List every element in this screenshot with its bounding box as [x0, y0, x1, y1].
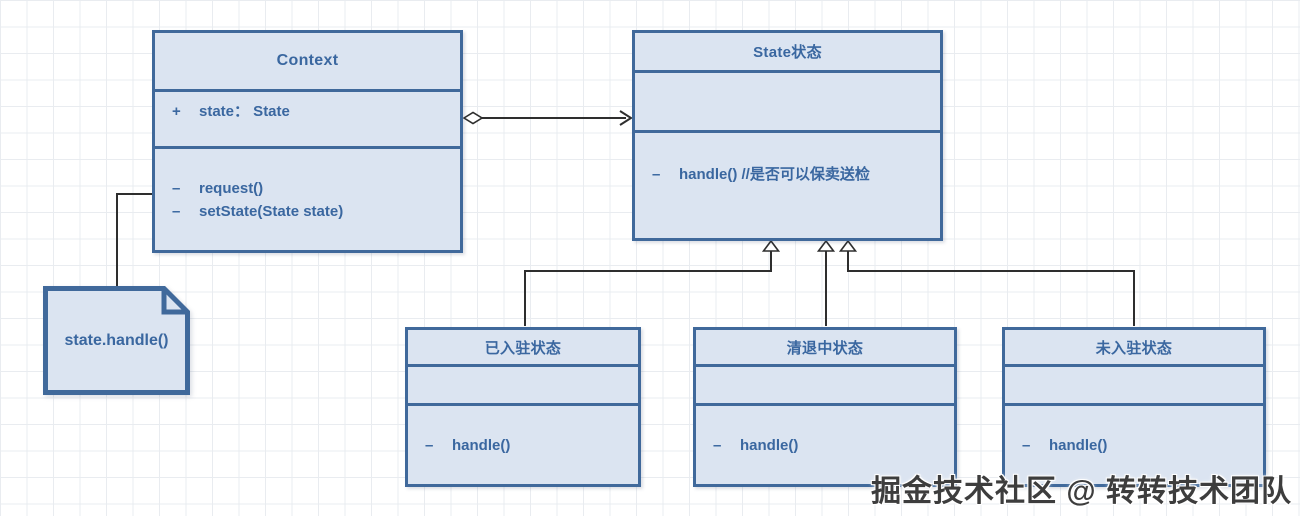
class-box-state: State状态 – handle() //是否可以保卖送检	[632, 30, 943, 241]
attribute-label: state： State	[199, 103, 290, 120]
methods-compartment: – handle()	[1005, 406, 1263, 484]
watermark-text: 掘金技术社区 @ 转转技术团队	[871, 475, 1292, 508]
class-title-label: 已入驻状态	[484, 339, 562, 357]
method-label: handle() //是否可以保卖送检	[679, 166, 870, 183]
visibility-marker: –	[1022, 436, 1031, 454]
attributes-compartment	[635, 73, 940, 133]
aggregation-connector	[462, 110, 633, 126]
visibility-marker: –	[713, 436, 722, 454]
inheritance-connector-clearing	[816, 239, 836, 326]
inheritance-connector-registered	[524, 239, 781, 326]
method-label: handle()	[1049, 436, 1108, 454]
note-state-handle: state.handle()	[43, 286, 190, 395]
method-label: handle()	[740, 436, 799, 454]
method-label: handle()	[452, 436, 511, 454]
class-title-label: 未入驻状态	[1095, 339, 1173, 357]
method-row: – handle()	[1005, 435, 1263, 456]
class-title-label: Context	[276, 52, 339, 69]
class-title: Context	[155, 33, 460, 92]
visibility-marker: –	[652, 166, 661, 183]
class-box-clearing-state: 清退中状态 – handle()	[693, 327, 957, 487]
inheritance-line	[847, 251, 1135, 326]
inheritance-triangle-icon	[838, 239, 858, 252]
note-fold-icon	[161, 288, 188, 315]
note-connector-line	[116, 193, 152, 287]
class-title-label: State状态	[753, 44, 822, 61]
attribute-row: + state： State	[155, 101, 460, 122]
inheritance-connector-unregistered	[838, 239, 1135, 326]
inheritance-line	[524, 251, 772, 326]
class-title: State状态	[635, 33, 940, 73]
method-row: – setState(State state)	[155, 201, 460, 222]
methods-compartment: – handle()	[696, 406, 954, 484]
attributes-compartment	[408, 367, 638, 406]
note-label: state.handle()	[64, 331, 169, 349]
note-shape	[43, 286, 190, 395]
class-box-unregistered-state: 未入驻状态 – handle()	[1002, 327, 1266, 487]
open-arrowhead-icon	[619, 110, 633, 126]
method-label: setState(State state)	[199, 202, 344, 220]
class-title-label: 清退中状态	[786, 339, 864, 357]
attributes-compartment	[696, 367, 954, 406]
class-box-context: Context + state： State – request() – set…	[152, 30, 463, 253]
class-title: 清退中状态	[696, 330, 954, 367]
visibility-marker: –	[172, 179, 181, 197]
method-row: – handle()	[696, 435, 954, 456]
method-row: – handle() //是否可以保卖送检	[635, 164, 940, 185]
visibility-marker: –	[425, 436, 434, 454]
methods-compartment: – request() – setState(State state)	[155, 149, 460, 250]
visibility-marker: –	[172, 202, 181, 220]
class-box-registered-state: 已入驻状态 – handle()	[405, 327, 641, 487]
class-title: 已入驻状态	[408, 330, 638, 367]
inheritance-triangle-icon	[816, 239, 836, 252]
methods-compartment: – handle()	[408, 406, 638, 484]
note-outline	[43, 286, 190, 395]
method-label: request()	[199, 179, 264, 197]
attributes-compartment: + state： State	[155, 92, 460, 149]
method-row: – request()	[155, 178, 460, 199]
methods-compartment: – handle() //是否可以保卖送检	[635, 133, 940, 238]
method-row: – handle()	[408, 435, 638, 456]
attributes-compartment	[1005, 367, 1263, 406]
aggregation-diamond-icon	[462, 111, 484, 125]
inheritance-triangle-icon	[761, 239, 781, 252]
visibility-marker: +	[172, 103, 181, 120]
class-title: 未入驻状态	[1005, 330, 1263, 367]
